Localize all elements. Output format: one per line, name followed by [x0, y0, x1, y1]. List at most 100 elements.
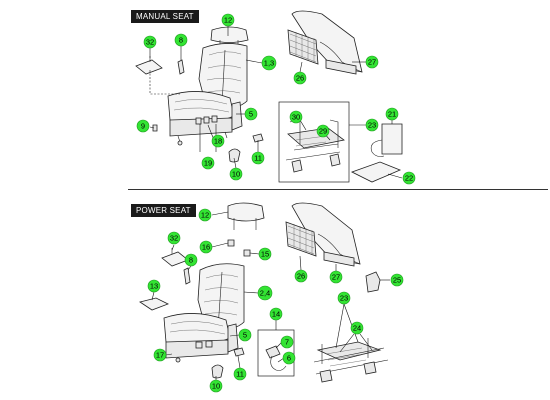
callout-manual-23: 23: [365, 118, 379, 132]
svg-text:10: 10: [212, 382, 220, 391]
callout-power-10: 10: [209, 379, 223, 393]
svg-text:16: 16: [202, 243, 210, 252]
callout-power-15: 15: [258, 247, 272, 261]
svg-text:19: 19: [204, 159, 212, 168]
callout-manual-22: 22: [402, 171, 416, 185]
svg-text:29: 29: [319, 127, 327, 136]
svg-text:26: 26: [296, 74, 304, 83]
svg-text:32: 32: [146, 38, 154, 47]
manual-seat-frame-box: [278, 101, 350, 183]
manual-mat-pad: [381, 123, 403, 155]
power-switch: [265, 345, 281, 359]
manual-wire: [370, 139, 385, 157]
callout-power-12: 12: [198, 208, 212, 222]
svg-text:23: 23: [368, 121, 376, 130]
callout-manual-5: 5: [244, 107, 258, 121]
power-cover: [211, 364, 224, 379]
power-seat-title: POWER SEAT: [131, 204, 196, 217]
callout-power-26: 26: [294, 269, 308, 283]
callout-manual-27: 27: [365, 55, 379, 69]
svg-text:32: 32: [170, 234, 178, 243]
svg-text:1,3: 1,3: [264, 59, 274, 68]
callout-manual-19: 19: [201, 156, 215, 170]
svg-text:8: 8: [189, 256, 193, 265]
svg-text:11: 11: [236, 370, 244, 379]
callout-manual-8: 8: [174, 33, 188, 47]
manual-seat-title: MANUAL SEAT: [131, 10, 199, 23]
callout-manual-32: 32: [143, 35, 157, 49]
callout-manual-26: 26: [293, 71, 307, 85]
manual-cover: [228, 148, 241, 163]
callout-manual-1-3: 1,3: [261, 55, 277, 71]
svg-text:27: 27: [368, 58, 376, 67]
svg-text:30: 30: [292, 113, 300, 122]
power-lever: [183, 267, 191, 285]
callout-power-11: 11: [233, 367, 247, 381]
manual-seatback-frame: [287, 10, 363, 75]
callout-power-2-4: 2,4: [257, 285, 273, 301]
svg-text:11: 11: [254, 154, 262, 163]
svg-text:22: 22: [405, 174, 413, 183]
power-pad-plate: [161, 248, 189, 267]
power-clip: [233, 347, 245, 357]
callout-manual-12: 12: [221, 13, 235, 27]
svg-text:6: 6: [287, 354, 291, 363]
callout-power-27: 27: [329, 270, 343, 284]
callout-power-14: 14: [269, 307, 283, 321]
svg-text:8: 8: [179, 36, 183, 45]
svg-text:2,4: 2,4: [260, 289, 270, 298]
section-divider: [128, 189, 548, 190]
svg-text:25: 25: [393, 276, 401, 285]
power-headrest-guide-16: [227, 239, 235, 247]
power-seat-assembly: [163, 202, 265, 363]
manual-seat-assembly: [167, 26, 249, 146]
power-bracket: [365, 271, 381, 293]
manual-recline-lever: [177, 59, 185, 75]
svg-text:15: 15: [261, 250, 269, 259]
svg-text:27: 27: [332, 273, 340, 282]
manual-clip: [252, 133, 264, 143]
manual-cushion-pad: [350, 161, 402, 183]
callout-power-24: 24: [350, 321, 364, 335]
svg-text:17: 17: [156, 351, 164, 360]
callout-power-25: 25: [390, 273, 404, 287]
svg-text:7: 7: [285, 338, 289, 347]
callout-manual-30: 30: [289, 110, 303, 124]
callout-manual-11: 11: [251, 151, 265, 165]
svg-text:18: 18: [214, 137, 222, 146]
svg-text:12: 12: [201, 211, 209, 220]
svg-text:14: 14: [272, 310, 280, 319]
svg-text:9: 9: [141, 122, 145, 131]
callout-manual-9: 9: [136, 119, 150, 133]
callout-power-13: 13: [147, 279, 161, 293]
power-harness-wire: [270, 355, 287, 371]
svg-text:12: 12: [224, 16, 232, 25]
callout-power-17: 17: [153, 348, 167, 362]
callout-power-23: 23: [337, 291, 351, 305]
manual-bolt: [152, 124, 158, 132]
callout-manual-21: 21: [385, 107, 399, 121]
svg-text:13: 13: [150, 282, 158, 291]
callout-manual-29: 29: [316, 124, 330, 138]
callout-power-7: 7: [280, 335, 294, 349]
power-seat-track: [313, 338, 389, 383]
svg-text:21: 21: [388, 110, 396, 119]
callout-power-32: 32: [167, 231, 181, 245]
callout-power-16: 16: [199, 240, 213, 254]
svg-text:24: 24: [353, 324, 361, 333]
power-seatback-frame: [285, 202, 361, 267]
power-side-cover: [139, 297, 169, 311]
manual-pad-plate: [135, 56, 180, 95]
callout-power-5: 5: [238, 328, 252, 342]
callout-manual-18: 18: [211, 134, 225, 148]
svg-text:10: 10: [232, 170, 240, 179]
svg-text:5: 5: [243, 331, 247, 340]
power-headrest-guide-15: [243, 249, 251, 257]
svg-text:23: 23: [340, 294, 348, 303]
callout-power-6: 6: [282, 351, 296, 365]
callout-power-8: 8: [184, 253, 198, 267]
svg-text:26: 26: [297, 272, 305, 281]
svg-text:5: 5: [249, 110, 253, 119]
callout-manual-10: 10: [229, 167, 243, 181]
